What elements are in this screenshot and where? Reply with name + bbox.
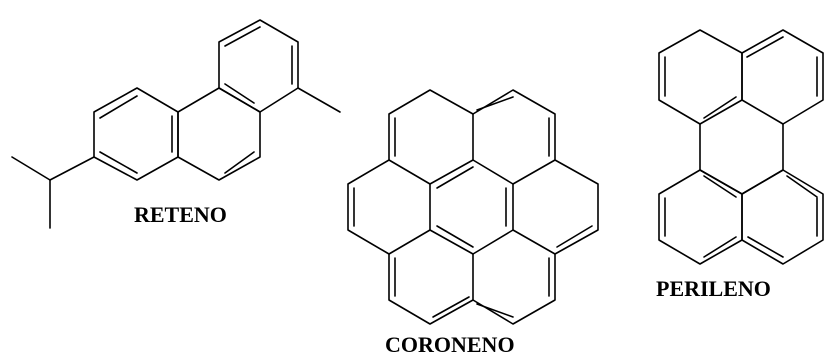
coroneno-structure xyxy=(347,89,599,325)
reteno-label: RETENO xyxy=(134,202,227,227)
perileno-label: PERILENO xyxy=(656,276,771,301)
perileno-structure xyxy=(658,29,824,265)
coroneno-label: CORONENO xyxy=(385,332,515,357)
reteno-structure xyxy=(11,19,341,229)
